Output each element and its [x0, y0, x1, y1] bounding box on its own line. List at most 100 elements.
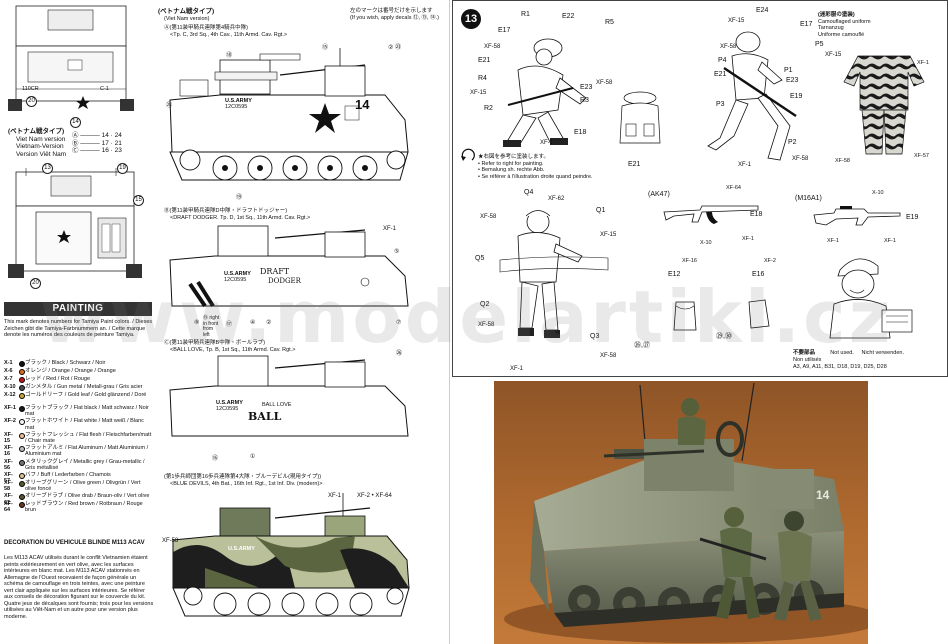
tank-b-name-line1: DRAFT	[260, 267, 290, 276]
ak47-label-x10: X-10	[700, 240, 712, 246]
paint-code: XF-15	[4, 431, 13, 444]
figure-q-label: XF-58	[478, 322, 495, 328]
instruction-page-left: 110CR C-1 20 14 (ベトナム戦タイプ) Viet Nam vers…	[0, 0, 448, 644]
tank-d-army-text: U.S.ARMY	[228, 546, 255, 552]
tank-b-army-text: U.S.ARMY	[224, 271, 251, 277]
page-divider	[449, 0, 450, 644]
paint-name: ガンメタル / Gun metal / Metall-grau / Gris a…	[25, 383, 143, 390]
figure-q-label: XF-62	[548, 196, 565, 202]
rear-bumper-text-right: C-1	[100, 86, 109, 92]
tank-version-b-drawing	[169, 225, 409, 308]
paint-code: XF-56	[4, 458, 13, 471]
figure-p-label: XF-15	[728, 18, 745, 24]
figure-q-label: Q4	[524, 189, 534, 196]
part-e12-drawing	[673, 301, 697, 331]
figure-r-label: XF-58	[596, 80, 613, 86]
paint-code: XF-58	[4, 479, 13, 493]
ak47-label-xf1: XF-1	[742, 236, 754, 242]
paint-row: XF-15 フラットフレッシュ / Flat flesh / Fleischfar…	[4, 432, 154, 444]
callout-19-rear: 19	[117, 163, 128, 174]
vn-legend-line-1: Viet Nam version	[16, 135, 66, 143]
figure-p-label: P1	[784, 67, 793, 74]
paint-row: XF-57 バフ / Buff / Lederfarben / Chamois	[4, 472, 154, 484]
figure-r-label: R1	[521, 11, 530, 18]
figure-q-label: Q1	[596, 207, 606, 214]
figure-p-label: E23	[786, 77, 799, 84]
version-a-callout-15: ⑮	[322, 45, 329, 51]
part-xf16-label: XF-16	[682, 258, 697, 264]
paint-swatch-icon	[19, 361, 25, 367]
figure-p-label: XF-58	[792, 156, 809, 162]
vn-legend-line-3: Version Viêt Nam	[16, 150, 67, 158]
version-a-caption-jp: Ⓐ(第11装甲騎兵連隊第4騎兵中隊)	[164, 25, 248, 31]
figure-p-label: XF-15	[825, 52, 842, 58]
tank-c-name-large: BALL	[248, 410, 282, 423]
version-c-caption-jp: Ⓒ(第11装甲騎兵連隊B中隊・ボールラブ)	[164, 340, 266, 346]
tank-version-c-drawing	[169, 355, 409, 437]
part-e12-label: E12	[668, 271, 681, 278]
figure-q-drawing	[499, 210, 609, 338]
paint-swatch-icon	[19, 446, 25, 453]
paint-code: X-6	[4, 367, 13, 374]
part-e16-drawing	[748, 299, 770, 329]
version-a-callout-25: ㉕	[166, 103, 173, 109]
french-decoration-title: DECORATION DU VEHICULE BLINDE M113 ACAV	[4, 540, 145, 546]
rear-view-drawing-top	[8, 5, 134, 111]
figure-r-label: XF-15	[470, 90, 487, 96]
paint-code: X-10	[4, 383, 16, 390]
thinking-man-illustration	[829, 258, 913, 339]
version-a-callout-19: ⑲	[236, 195, 243, 201]
tank-b-name-line2: DODGER	[268, 277, 301, 285]
center-header-note-en: (If you wish, apply decals ⑫, ⑬, ⑭.)	[350, 15, 439, 21]
paint-name: レッドブラウン / Red brown / Rotbraun / Rouge b…	[25, 501, 143, 514]
paint-name: ゴールドリーフ / Gold leaf / Gold glänzend / Do…	[25, 391, 147, 398]
tank-a-army-text: U.S.ARMY	[225, 98, 252, 104]
vn-legend-line-2: Vietnam-Version	[16, 143, 64, 150]
paint-name: フラットブラック / Flat black / Matt schwarz / N…	[25, 405, 149, 418]
vn-legend-mark-rows: Ⓐ ——— 14 · 24 Ⓑ ——— 17 · 21 Ⓒ ——— 16 · 2…	[72, 132, 122, 154]
figure-p-label: XF-58	[720, 44, 737, 50]
version-b-callout-8: ⑧	[194, 320, 200, 326]
tank-c-name-small: BALL LOVE	[262, 402, 292, 408]
version-d-callout-xf1: XF-1	[328, 493, 342, 499]
version-b-callout-17: ⑰	[226, 322, 233, 328]
paint-swatch-icon	[19, 494, 25, 501]
version-c-callout-26: ㉖	[396, 351, 403, 357]
paint-swatch-icon	[19, 392, 25, 399]
figure-q-label: XF-58	[600, 353, 617, 359]
paint-code: XF-57	[4, 472, 13, 485]
part-2930-label: ㉙,㉚	[716, 333, 732, 340]
ak47-rifle-drawing	[663, 205, 759, 224]
camo-uniform-drawing	[843, 55, 925, 155]
version-b-callout-4: ④	[250, 320, 256, 326]
paint-swatch-icon	[19, 473, 25, 479]
paint-name: オレンジ / Orange / Orange / Orange	[25, 367, 116, 374]
figure-p-drawing	[707, 31, 797, 161]
callout-15-rear: 15	[133, 195, 144, 206]
figure-r-label: R4	[478, 75, 487, 82]
figure-q-label: XF-15	[600, 232, 617, 238]
paint-code: X-12	[4, 391, 16, 398]
back-view-label-e21: E21	[628, 161, 641, 168]
paint-name: バフ / Buff / Lederfarben / Chamois	[25, 472, 111, 478]
center-header-title: (ベトナム戦タイプ)	[158, 8, 215, 15]
paint-row: X-12 ゴールドリーフ / Gold leaf / Gold glänzend …	[4, 392, 154, 404]
center-header-subtitle: (Viet Nam version)	[164, 16, 210, 22]
figure-r-label: E23	[580, 84, 593, 91]
figure-q-label: Q2	[480, 301, 490, 308]
tank-c-serial-text: 12C0595	[216, 406, 239, 412]
version-b-callout-xf1: XF-1	[383, 226, 397, 232]
paint-swatch-icon	[19, 406, 25, 412]
camo-color-xf1: XF-1	[917, 60, 929, 66]
paint-code: X-7	[4, 375, 13, 382]
paint-name: フラットフレッシュ / Flat flesh / Fleischfarben/m…	[25, 431, 152, 444]
paint-name: フラットホワイト / Flat white / Matt weiß / Blan…	[25, 418, 144, 431]
center-header-note-jp: 左のマークは番号だけを示します	[350, 8, 433, 14]
